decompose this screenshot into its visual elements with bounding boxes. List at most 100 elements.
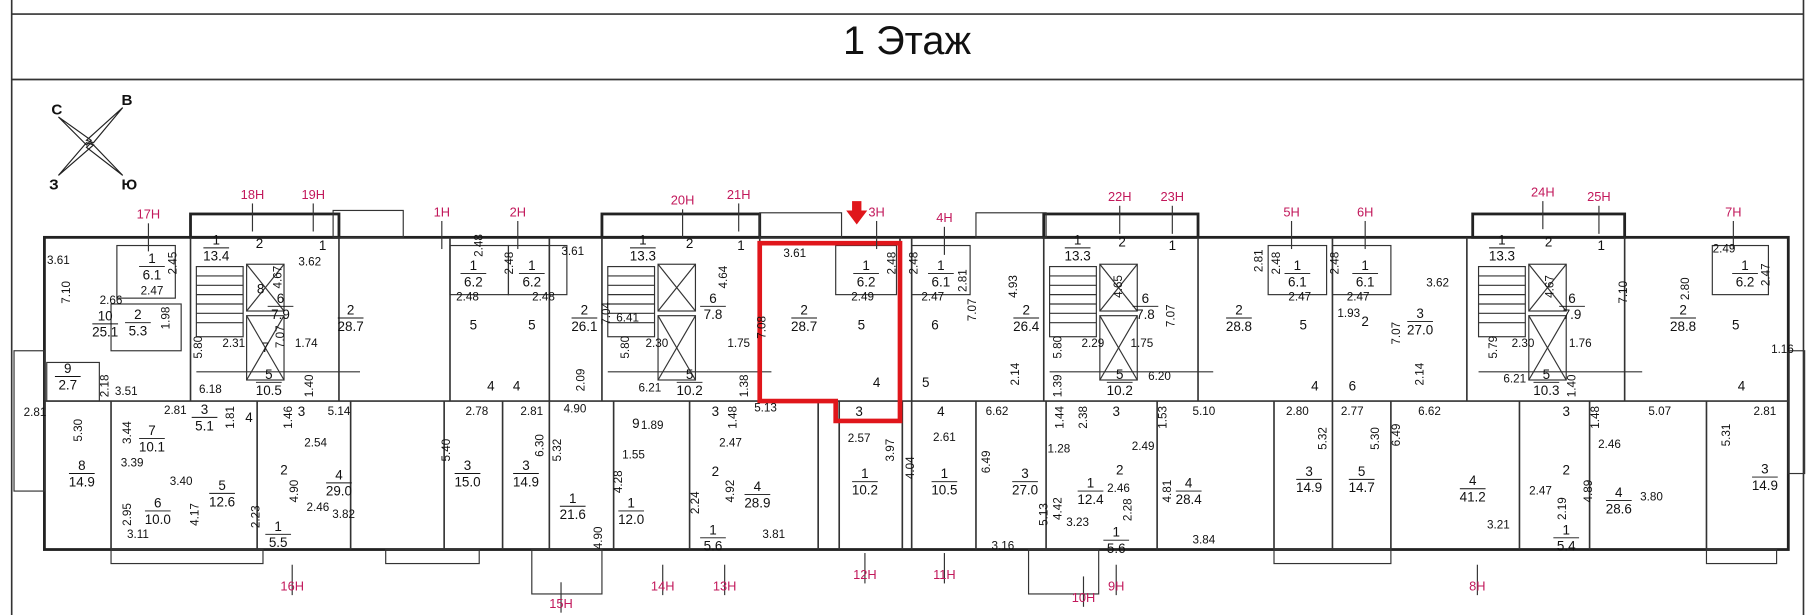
room-number: 1 [470, 258, 477, 273]
unit-label[interactable]: 2Н [510, 204, 526, 219]
unit-label[interactable]: 12Н [853, 567, 877, 582]
elevator-shaft [1099, 315, 1138, 381]
dimension-label: 5.32 [1317, 427, 1330, 450]
unit-label[interactable]: 6Н [1357, 204, 1373, 219]
room-number: 1 [1169, 238, 1176, 253]
dimension-label: 1.89 [641, 419, 664, 432]
room-label: 510.5 [256, 367, 282, 398]
room-number: 1 [709, 522, 716, 537]
room-label: 2 [1361, 314, 1368, 329]
entrance-porch [1027, 548, 1100, 595]
unit-label[interactable]: 22Н [1108, 189, 1132, 204]
room-area: 14.9 [1752, 478, 1778, 493]
dimension-label: 2.47 [1760, 263, 1773, 286]
dimension-label: 3.61 [561, 245, 584, 258]
unit-label[interactable]: 18Н [241, 187, 265, 202]
entrance-porch [385, 548, 480, 565]
room-label: 5 [922, 375, 929, 390]
room-number: 4 [1615, 485, 1623, 500]
dimension-label: 7.04 [600, 301, 613, 324]
room-number: 3 [298, 404, 305, 419]
dimension-label: 2.49 [851, 290, 874, 303]
dimension-label: 2.47 [1529, 485, 1552, 498]
dimension-label: 1.93 [1337, 307, 1360, 320]
room-label: 67.8 [700, 291, 726, 322]
dimension-label: 2.48 [532, 290, 555, 303]
compass-north-label: С [51, 102, 62, 119]
room-label: 428.4 [1176, 476, 1203, 507]
room-number: 1 [319, 238, 326, 253]
room-label: 5 [1299, 318, 1306, 333]
dimension-label: 3.81 [762, 528, 785, 541]
unit-label[interactable]: 14Н [651, 578, 675, 593]
room-number: 3 [1305, 464, 1312, 479]
dimension-label: 3.97 [884, 439, 897, 462]
room-area: 14.7 [1349, 480, 1375, 495]
dimension-label: 2.47 [141, 285, 164, 298]
unit-label[interactable]: 24Н [1531, 184, 1555, 199]
dimension-label: 2.66 [100, 294, 123, 307]
room-label: 4 [487, 379, 495, 394]
unit-label[interactable]: 3Н [868, 204, 884, 219]
room-number: 5 [528, 318, 535, 333]
room-area: 10.2 [677, 383, 703, 398]
unit-label[interactable]: 5Н [1283, 204, 1299, 219]
room-area: 10.5 [931, 483, 957, 498]
unit-label[interactable]: 4Н [936, 210, 952, 225]
room-number: 2 [256, 236, 263, 251]
dimension-label: 5.32 [551, 439, 564, 462]
room-area: 12.4 [1077, 492, 1104, 507]
bathroom [46, 361, 100, 402]
room-number: 5 [858, 318, 865, 333]
room-label: 2 [686, 236, 693, 251]
room-label: 4 [1311, 379, 1319, 394]
unit-label[interactable]: 13Н [713, 578, 737, 593]
dimension-label: 2.30 [646, 337, 669, 350]
unit-label[interactable]: 8Н [1469, 578, 1485, 593]
dimension-label: 2.30 [1512, 337, 1535, 350]
unit-label[interactable]: 21Н [727, 187, 751, 202]
room-number: 6 [709, 291, 716, 306]
room-number: 1 [1294, 258, 1301, 273]
room-area: 2.7 [58, 377, 77, 392]
entrance-porch [1705, 548, 1778, 565]
dimension-label: 1.76 [1569, 337, 1592, 350]
room-area: 28.7 [791, 319, 817, 334]
dimension-label: 6.62 [986, 405, 1009, 418]
room-number: 2 [1562, 463, 1569, 478]
unit-label[interactable]: 19Н [301, 187, 325, 202]
unit-label[interactable]: 7Н [1725, 204, 1741, 219]
unit-label[interactable]: 10Н [1072, 590, 1096, 605]
unit-label[interactable]: 23Н [1161, 189, 1185, 204]
dimension-label: 5.13 [1037, 503, 1050, 526]
room-area: 6.1 [1288, 274, 1307, 289]
room-number: 3 [1416, 306, 1423, 321]
room-area: 25.1 [92, 325, 118, 340]
room-area: 27.0 [1407, 322, 1433, 337]
room-number: 4 [487, 379, 495, 394]
room-number: 1 [148, 251, 155, 266]
room-area: 29.0 [326, 484, 352, 499]
unit-label[interactable]: 17Н [137, 207, 161, 222]
unit-label[interactable]: 20Н [671, 193, 695, 208]
room-label: 113.3 [1489, 232, 1515, 263]
premises-outline[interactable] [757, 240, 903, 424]
staircase [607, 265, 656, 338]
dimension-label: 3.40 [170, 475, 193, 488]
elevator-shaft [657, 315, 697, 381]
elevator-cross [246, 315, 285, 381]
unit-label[interactable]: 25Н [1587, 189, 1611, 204]
dimension-label: 2.28 [1121, 498, 1134, 521]
unit-label[interactable]: 1Н [434, 204, 450, 219]
room-area: 21.6 [560, 507, 586, 522]
room-label: 3 [855, 404, 862, 419]
dimension-label: 6.41 [616, 312, 639, 325]
unit-label[interactable]: 9Н [1108, 578, 1124, 593]
room-number: 4 [1185, 476, 1193, 491]
unit-label[interactable]: 16Н [280, 578, 304, 593]
room-area: 7.9 [1563, 307, 1582, 322]
unit-label[interactable]: 15Н [549, 596, 573, 611]
unit-label[interactable]: 11Н [933, 567, 956, 582]
